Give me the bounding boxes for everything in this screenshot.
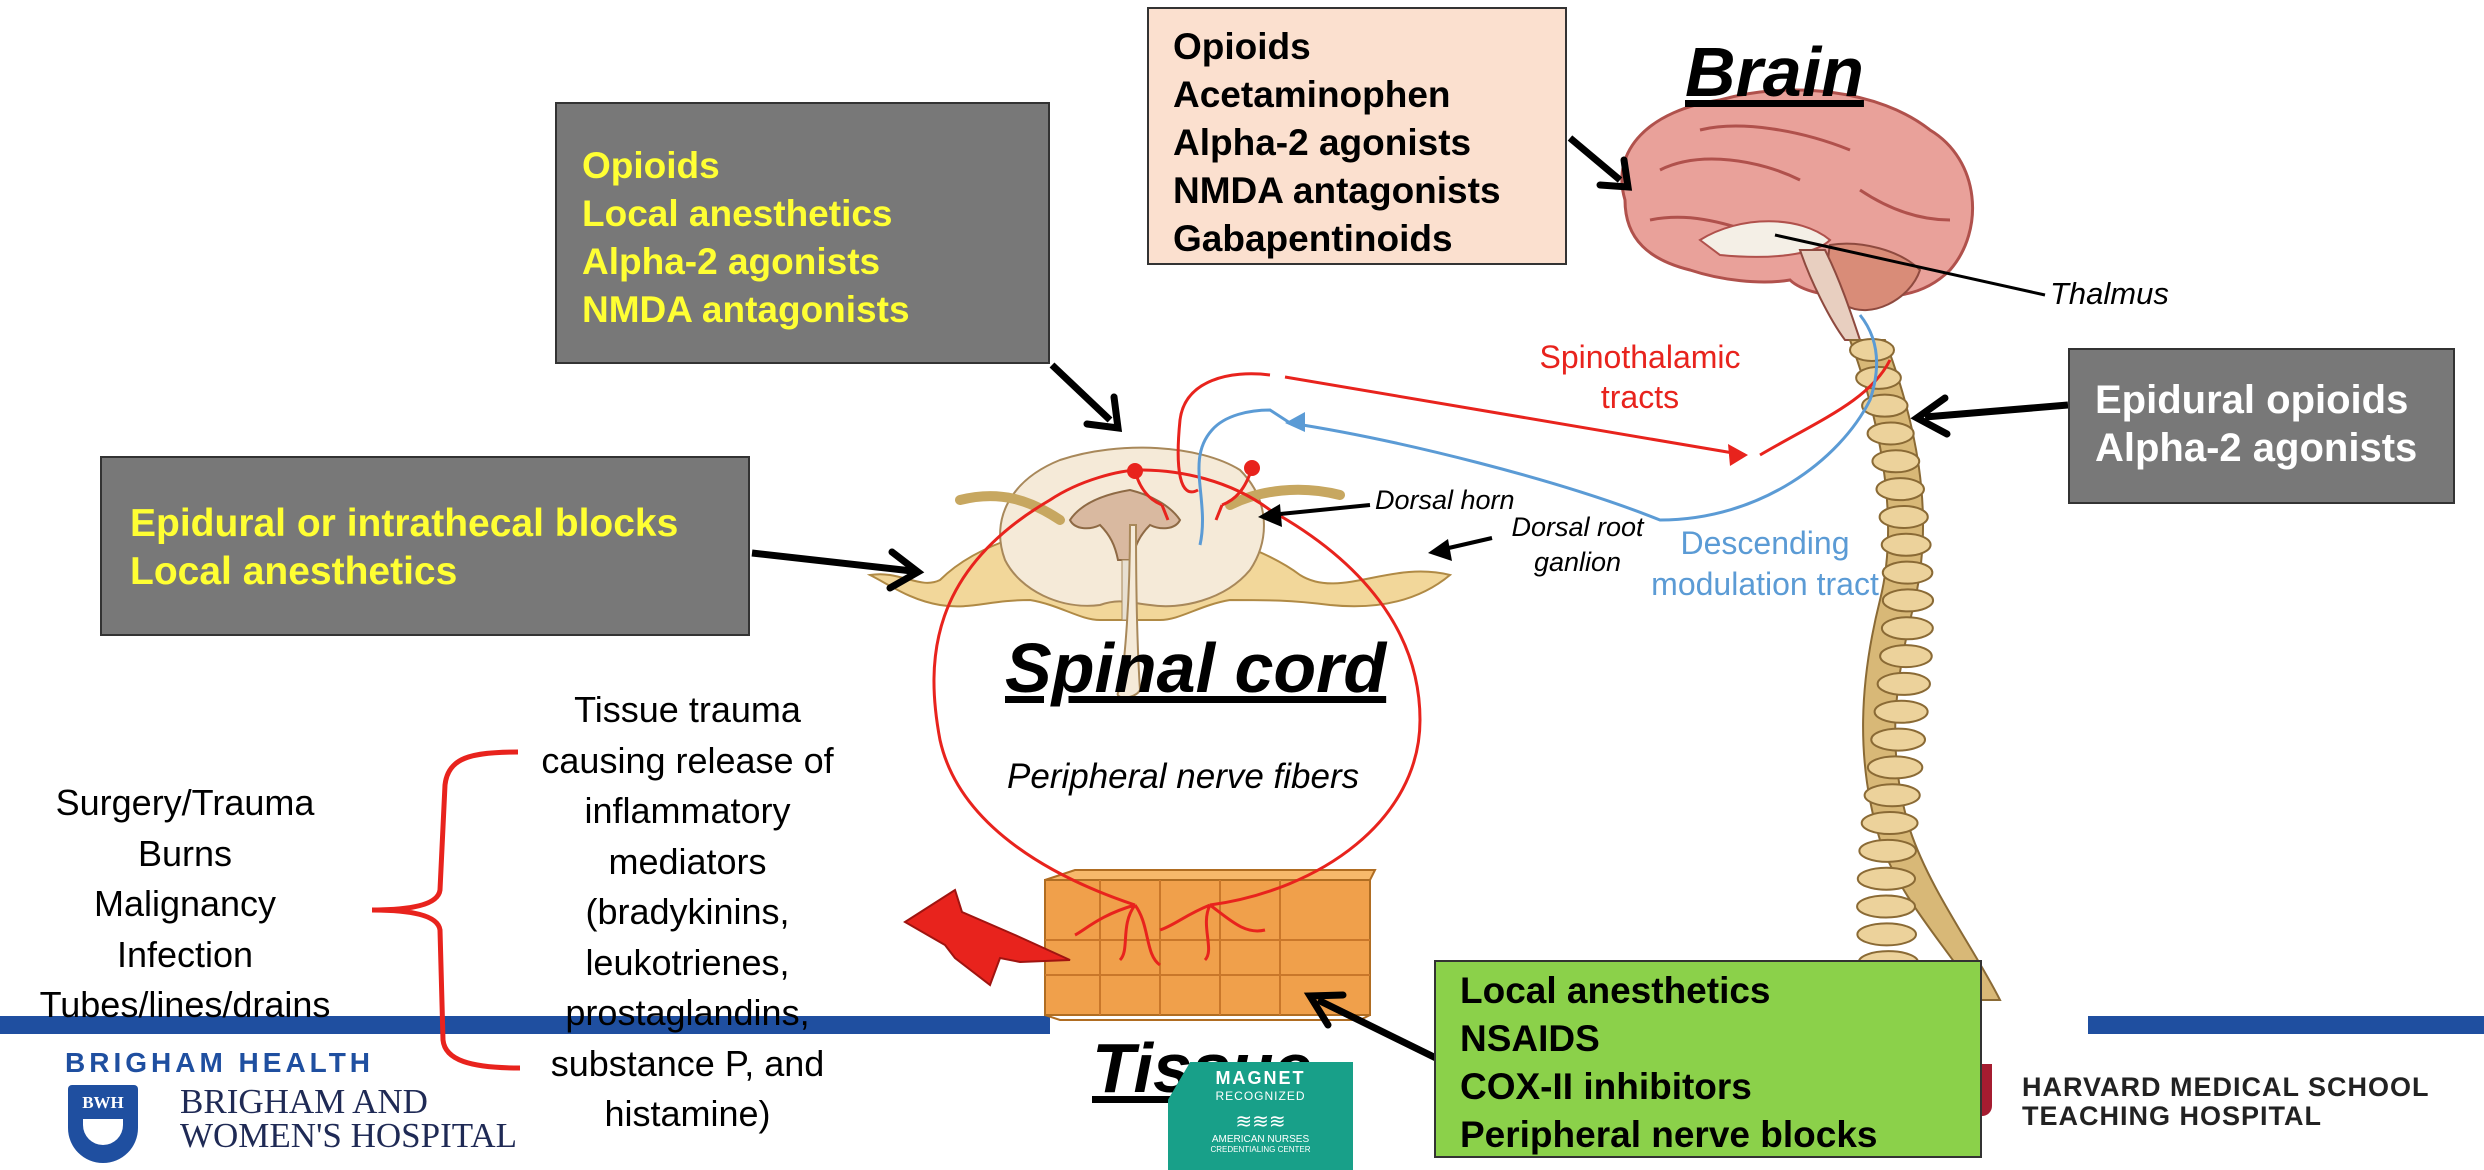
- brain-drug-item: Alpha-2 agonists: [1173, 119, 1565, 167]
- bwh-badge-text: BWH: [68, 1093, 138, 1113]
- cause-item: Tubes/lines/drains: [0, 980, 370, 1031]
- vertebra: [1862, 395, 1907, 417]
- bwh-name-line: WOMEN'S HOSPITAL: [180, 1119, 517, 1153]
- vertebra: [1868, 422, 1914, 444]
- mediator-line: substance P, and: [505, 1039, 870, 1090]
- red-brace: [372, 752, 520, 1068]
- mediator-line: Tissue trauma: [505, 685, 870, 736]
- epidural-block-item: Local anesthetics: [130, 548, 748, 596]
- harvard-line: HARVARD MEDICAL SCHOOL: [2022, 1073, 2430, 1102]
- mediator-line: inflammatory: [505, 786, 870, 837]
- epidural-opioid-item: Epidural opioids: [2095, 376, 2453, 424]
- spinal-drug-item: Opioids: [582, 142, 1048, 190]
- brain-drug-item: Opioids: [1173, 23, 1565, 71]
- descending-label-line: modulation tract: [1630, 564, 1900, 605]
- dorsal-horn-pointer: [1270, 505, 1370, 515]
- cause-item: Burns: [0, 829, 370, 880]
- peripheral-drug-item: NSAIDS: [1460, 1015, 1980, 1063]
- mediator-line: mediators: [505, 837, 870, 888]
- vertebra: [1862, 812, 1918, 834]
- epidural-block-item: Epidural or intrathecal blocks: [130, 500, 748, 548]
- harvard-line: TEACHING HOSPITAL: [2022, 1102, 2430, 1131]
- arrow-brain-drugs: [1570, 138, 1620, 180]
- harvard-shield-icon: [1982, 1064, 1992, 1116]
- spinothalamic-arrowhead: [1728, 444, 1748, 466]
- descending-label-line: Descending: [1630, 523, 1900, 564]
- descending-arrowhead: [1285, 412, 1305, 432]
- brain-drugs-box: Opioids Acetaminophen Alpha-2 agonists N…: [1147, 7, 1567, 265]
- spinal-drugs-box: Opioids Local anesthetics Alpha-2 agonis…: [555, 102, 1050, 364]
- descending-label: Descending modulation tract: [1630, 523, 1900, 605]
- peripheral-fibers-label: Peripheral nerve fibers: [1007, 757, 1359, 797]
- brain-illustration: [1622, 90, 1973, 340]
- vertebra: [1850, 339, 1894, 361]
- bwh-shield-icon: BWH: [68, 1085, 138, 1163]
- cause-item: Surgery/Trauma: [0, 778, 370, 829]
- bwh-name: BRIGHAM AND WOMEN'S HOSPITAL: [180, 1085, 517, 1153]
- bwh-name-line: BRIGHAM AND: [180, 1085, 517, 1119]
- harvard-text: HARVARD MEDICAL SCHOOL TEACHING HOSPITAL: [2022, 1073, 2430, 1131]
- vertebra: [1882, 617, 1933, 639]
- vertebra: [1859, 840, 1916, 862]
- spinal-cord-heading: Spinal cord: [1005, 628, 1386, 708]
- vertebra: [1871, 729, 1925, 751]
- cause-item: Malignancy: [0, 879, 370, 930]
- brain-drug-item: NMDA antagonists: [1173, 167, 1565, 215]
- spinothalamic-label-line: tracts: [1520, 377, 1760, 417]
- magnet-line: RECOGNIZED: [1168, 1089, 1353, 1103]
- epidural-opioids-box: Epidural opioids Alpha-2 agonists: [2068, 348, 2455, 504]
- spinal-drug-item: NMDA antagonists: [582, 286, 1048, 334]
- epidural-blocks-box: Epidural or intrathecal blocks Local ane…: [100, 456, 750, 636]
- spinal-drug-item: Alpha-2 agonists: [582, 238, 1048, 286]
- vertebra: [1878, 673, 1930, 695]
- mediators-text: Tissue trauma causing release of inflamm…: [505, 685, 870, 1140]
- mediator-line: (bradykinins,: [505, 887, 870, 938]
- peripheral-drug-item: COX-II inhibitors: [1460, 1063, 1980, 1111]
- vertebra: [1857, 896, 1915, 918]
- brain-drug-item: Acetaminophen: [1173, 71, 1565, 119]
- peripheral-drug-item: Local anesthetics: [1460, 967, 1980, 1015]
- vertebra: [1880, 645, 1932, 667]
- spinothalamic-label: Spinothalamic tracts: [1520, 337, 1760, 417]
- magnet-laurel-icon: ≋≋≋: [1168, 1109, 1353, 1134]
- magnet-line: MAGNET: [1168, 1068, 1353, 1089]
- thalmus-label: Thalmus: [2050, 276, 2169, 312]
- epidural-opioid-item: Alpha-2 agonists: [2095, 424, 2453, 472]
- brain-heading: Brain: [1685, 32, 1864, 112]
- spinothalamic-label-line: Spinothalamic: [1520, 337, 1760, 377]
- arrow-spinal-drugs: [1052, 365, 1110, 420]
- magnet-badge: MAGNET RECOGNIZED ≋≋≋ AMERICAN NURSES CR…: [1168, 1062, 1353, 1170]
- vertebra: [1872, 450, 1919, 472]
- mediator-line: causing release of: [505, 736, 870, 787]
- mediator-line: leukotrienes,: [505, 938, 870, 989]
- vertebra: [1875, 701, 1928, 723]
- vertebra: [1857, 923, 1916, 945]
- cause-item: Infection: [0, 930, 370, 981]
- vertebra: [1865, 784, 1920, 806]
- vertebra: [1876, 478, 1923, 500]
- mediator-line: prostaglandins,: [505, 988, 870, 1039]
- dorsal-root-arrowhead: [1428, 539, 1452, 561]
- magnet-line: AMERICAN NURSES: [1168, 1134, 1353, 1145]
- causes-list: Surgery/Trauma Burns Malignancy Infectio…: [0, 778, 370, 1031]
- brigham-health-logo-text: BRIGHAM HEALTH: [65, 1047, 374, 1079]
- arrow-epidural-opioids: [1925, 405, 2068, 417]
- brain-drug-item: Gabapentinoids: [1173, 215, 1565, 263]
- magnet-line: CREDENTIALING CENTER: [1168, 1145, 1353, 1154]
- peripheral-drug-item: Peripheral nerve blocks: [1460, 1111, 1980, 1159]
- arrow-peripheral-drugs: [1318, 1000, 1440, 1060]
- vertebra: [1868, 756, 1922, 778]
- spinal-drug-item: Local anesthetics: [582, 190, 1048, 238]
- peripheral-drugs-box: Local anesthetics NSAIDS COX-II inhibito…: [1434, 960, 1982, 1158]
- mediator-line: histamine): [505, 1089, 870, 1140]
- vertebra: [1858, 868, 1915, 890]
- arrow-epidural-blocks: [752, 553, 912, 571]
